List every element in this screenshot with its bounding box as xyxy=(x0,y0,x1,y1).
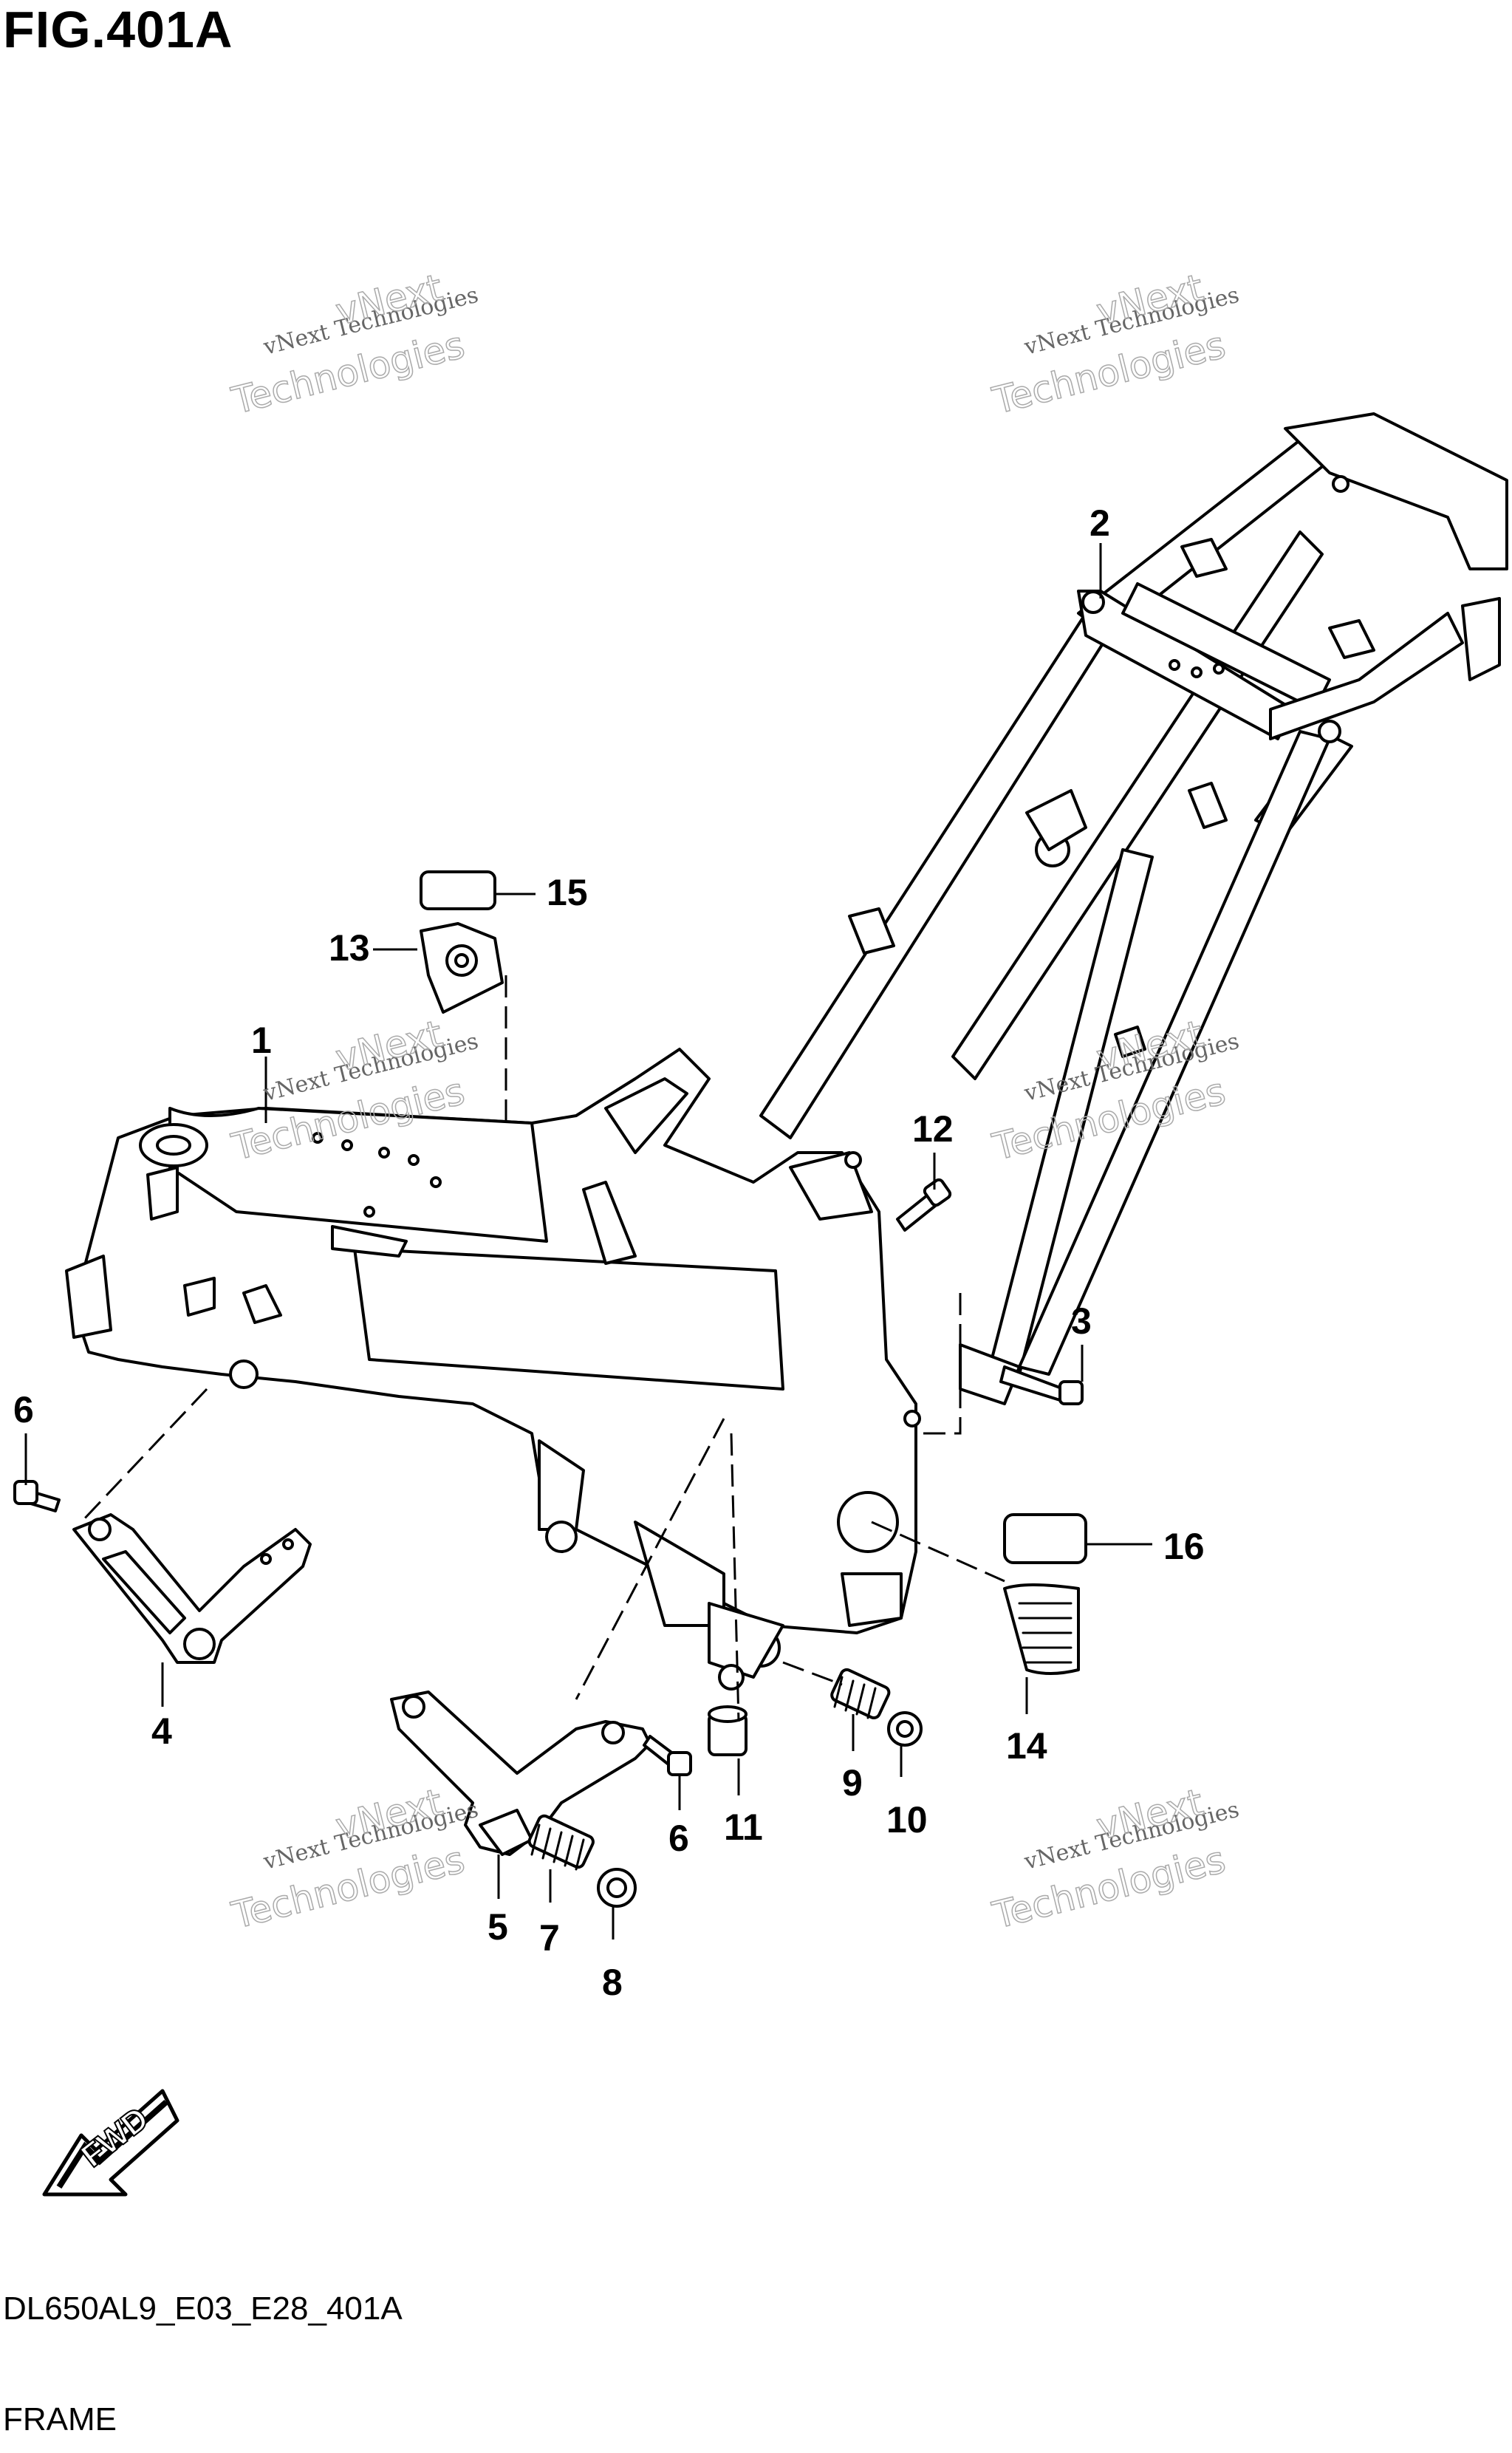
rear-subframe xyxy=(759,412,1508,1405)
bolt-12 xyxy=(896,1178,952,1232)
callout-6a: 6 xyxy=(13,1389,34,1430)
mount-rubber-13 xyxy=(420,922,504,1014)
callout-5: 5 xyxy=(488,1906,508,1948)
callout-10: 10 xyxy=(886,1799,928,1840)
spring-9 xyxy=(830,1668,891,1720)
callout-7: 7 xyxy=(539,1917,560,1959)
callouts: 1 2 3 4 5 6 6 7 8 9 10 11 12 13 14 15 16 xyxy=(13,502,1205,2003)
bolt-6-left xyxy=(13,1480,61,1512)
main-frame xyxy=(65,1048,921,1691)
callout-3: 3 xyxy=(1071,1300,1092,1342)
callout-13: 13 xyxy=(329,927,370,969)
footrest-bracket-left xyxy=(72,1513,312,1664)
spring-7 xyxy=(527,1814,595,1871)
callout-16: 16 xyxy=(1163,1526,1205,1567)
collar-11 xyxy=(708,1705,748,1756)
figure-code: DL650AL9_E03_E28_401A xyxy=(3,2290,403,2327)
label-plate-16 xyxy=(1003,1513,1087,1564)
callout-9: 9 xyxy=(842,1762,863,1804)
callout-6b: 6 xyxy=(668,1818,689,1859)
bolt-6-right xyxy=(643,1735,692,1776)
callout-8: 8 xyxy=(602,1962,623,2003)
leader-lines xyxy=(24,543,1152,1939)
callout-15: 15 xyxy=(547,872,588,913)
figure-title: FIG.401A xyxy=(3,1,233,58)
footrest-bracket-right xyxy=(390,1691,651,1856)
pad-14 xyxy=(1003,1583,1080,1675)
fwd-arrow-icon: FWD xyxy=(42,2089,179,2197)
callout-4: 4 xyxy=(151,1710,172,1752)
callout-14: 14 xyxy=(1006,1725,1047,1767)
callout-11: 11 xyxy=(724,1807,763,1848)
callout-2: 2 xyxy=(1089,502,1110,544)
bolt-3 xyxy=(999,1365,1084,1405)
figure-name: FRAME xyxy=(3,2401,117,2437)
nut-8 xyxy=(597,1868,637,1908)
callout-1: 1 xyxy=(251,1020,272,1061)
callout-12: 12 xyxy=(912,1108,954,1150)
nut-10 xyxy=(887,1711,923,1747)
label-plate-15 xyxy=(420,870,496,910)
